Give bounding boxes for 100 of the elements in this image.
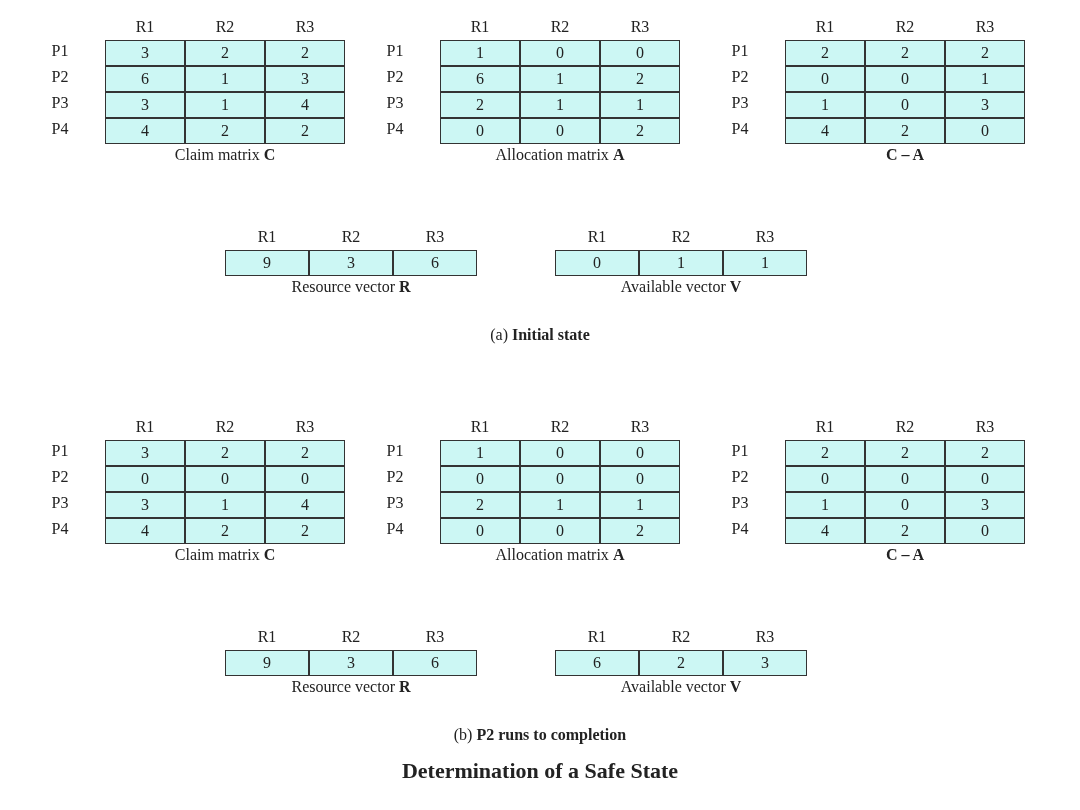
column-header: R3 [294,18,316,36]
column-header: R1 [586,228,608,246]
matrix-cell: 1 [185,92,265,118]
vector-cell: 3 [723,650,807,676]
column-header: R2 [549,418,571,436]
row-label: P1 [50,42,70,60]
column-header: R3 [424,228,446,246]
matrix-cell: 0 [600,40,680,66]
matrix-caption: Allocation matrix A [494,546,626,564]
matrix-cell: 1 [440,40,520,66]
column-header: R1 [586,628,608,646]
row-label: P3 [385,94,405,112]
matrix-cell: 1 [440,440,520,466]
column-header: R1 [469,418,491,436]
row-label: P4 [730,520,750,538]
vector-cell: 3 [309,650,393,676]
matrix-cell: 4 [105,118,185,144]
matrix-cell: 4 [105,518,185,544]
matrix-cell: 2 [440,92,520,118]
matrix-cell: 0 [600,440,680,466]
matrix-cell: 2 [600,518,680,544]
matrix-cell: 0 [865,66,945,92]
matrix-cell: 2 [945,40,1025,66]
section-caption: (b) P2 runs to completion [452,726,628,744]
matrix-cell: 0 [520,518,600,544]
matrix-cell: 4 [265,492,345,518]
row-label: P1 [50,442,70,460]
matrix-cell: 1 [185,66,265,92]
matrix-cell: 0 [945,118,1025,144]
column-header: R2 [670,628,692,646]
matrix-cell: 3 [105,40,185,66]
matrix-caption: Claim matrix C [173,546,277,564]
row-label: P3 [50,494,70,512]
column-header: R1 [134,18,156,36]
matrix-cell: 1 [600,492,680,518]
column-header: R3 [974,18,996,36]
vector-caption: Resource vector R [290,278,412,296]
row-label: P4 [385,520,405,538]
matrix-caption: Allocation matrix A [494,146,626,164]
matrix-cell: 0 [785,66,865,92]
matrix-caption: Claim matrix C [173,146,277,164]
matrix-caption: C – A [884,546,926,564]
row-label: P3 [385,494,405,512]
vector-cell: 6 [393,250,477,276]
row-label: P4 [50,520,70,538]
row-label: P1 [730,42,750,60]
vector-cell: 0 [555,250,639,276]
column-header: R1 [814,418,836,436]
row-label: P1 [385,42,405,60]
matrix-cell: 2 [185,40,265,66]
matrix-cell: 2 [600,118,680,144]
matrix-cell: 3 [105,492,185,518]
matrix-cell: 6 [105,66,185,92]
vector-cell: 6 [393,650,477,676]
matrix-cell: 4 [785,118,865,144]
row-label: P2 [730,68,750,86]
matrix-cell: 1 [945,66,1025,92]
row-label: P1 [385,442,405,460]
matrix-cell: 2 [865,40,945,66]
vector-caption: Available vector V [619,678,743,696]
row-label: P4 [50,120,70,138]
matrix-cell: 0 [785,466,865,492]
matrix-cell: 2 [600,66,680,92]
column-header: R2 [340,628,362,646]
matrix-cell: 0 [265,466,345,492]
row-label: P2 [385,68,405,86]
vector-cell: 6 [555,650,639,676]
matrix-cell: 2 [785,40,865,66]
column-header: R2 [214,18,236,36]
column-header: R1 [134,418,156,436]
matrix-cell: 0 [520,466,600,492]
row-label: P2 [50,468,70,486]
matrix-cell: 3 [105,92,185,118]
column-header: R3 [754,228,776,246]
matrix-cell: 2 [945,440,1025,466]
row-label: P1 [730,442,750,460]
row-label: P4 [385,120,405,138]
matrix-cell: 2 [185,440,265,466]
vector-cell: 9 [225,650,309,676]
column-header: R1 [256,628,278,646]
matrix-cell: 2 [185,518,265,544]
matrix-cell: 2 [785,440,865,466]
column-header: R3 [294,418,316,436]
row-label: P2 [50,68,70,86]
column-header: R1 [256,228,278,246]
matrix-cell: 2 [440,492,520,518]
matrix-cell: 1 [185,492,265,518]
matrix-cell: 1 [785,492,865,518]
row-label: P2 [730,468,750,486]
vector-cell: 3 [309,250,393,276]
vector-cell: 1 [723,250,807,276]
matrix-cell: 1 [600,92,680,118]
column-header: R2 [894,18,916,36]
matrix-cell: 0 [945,518,1025,544]
matrix-cell: 2 [265,518,345,544]
column-header: R2 [214,418,236,436]
matrix-cell: 1 [520,66,600,92]
column-header: R2 [670,228,692,246]
matrix-cell: 0 [520,118,600,144]
vector-cell: 1 [639,250,723,276]
